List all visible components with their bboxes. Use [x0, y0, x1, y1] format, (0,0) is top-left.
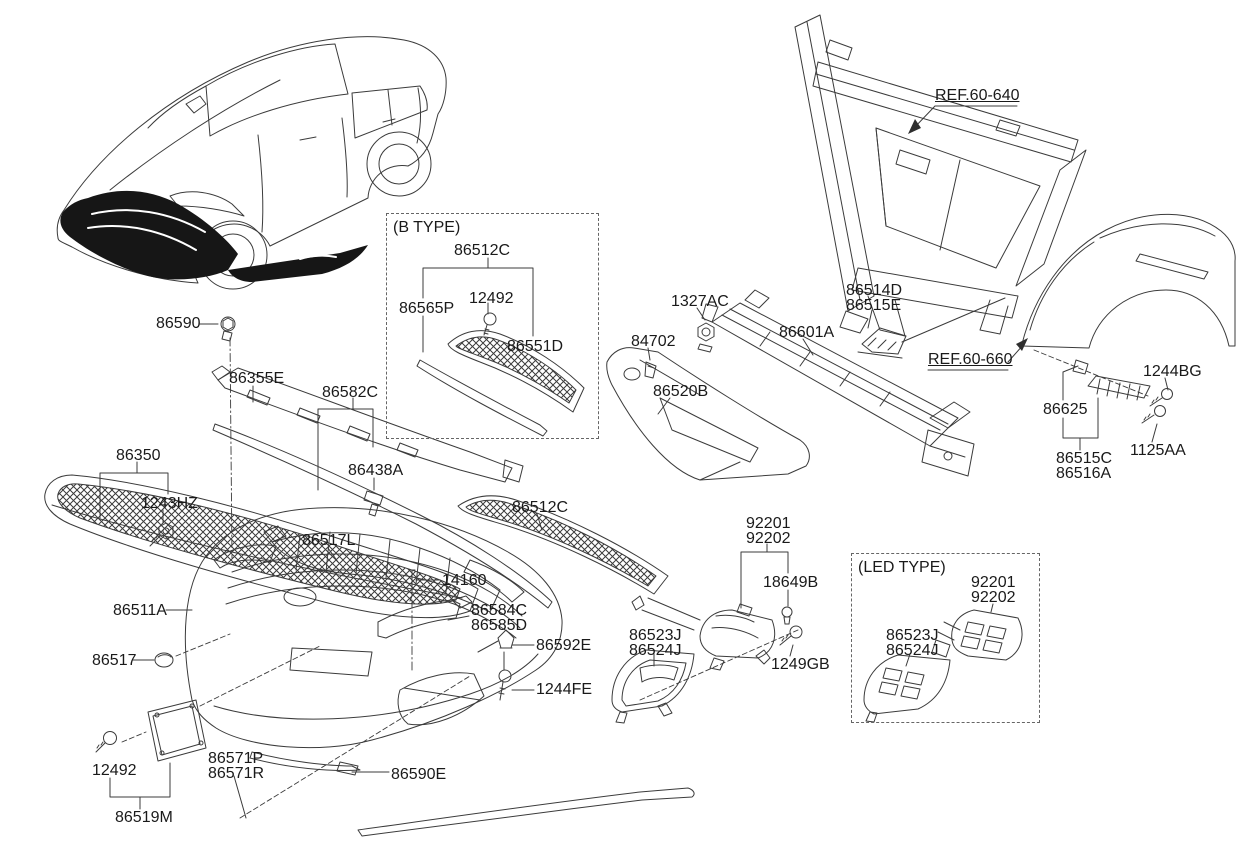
bulb-18649B-icon	[781, 606, 793, 625]
part-label-86355E: 86355E	[229, 370, 285, 387]
part-label-86571R: 86571R	[208, 765, 265, 782]
part-label-86524J-led: 86524J	[886, 642, 939, 659]
part-label-86625: 86625	[1043, 401, 1088, 418]
part-label-1327AC: 1327AC	[671, 293, 729, 310]
part-label-84702: 84702	[631, 333, 676, 350]
part-label-1125AA: 1125AA	[1130, 442, 1186, 459]
center-lower-grille	[457, 495, 669, 595]
part-label-92201-led: 92201	[971, 574, 1016, 591]
part-label-86524J: 86524J	[629, 642, 682, 659]
grille-upper-cover	[211, 365, 524, 483]
bumper-beam	[701, 289, 975, 477]
part-label-86590: 86590	[156, 315, 201, 332]
part-label-92202-led: 92202	[971, 589, 1016, 606]
part-label-86590E: 86590E	[391, 766, 447, 783]
btype-trim-86565P	[416, 359, 548, 437]
part-label-92201-92202: 92201 92202	[746, 515, 791, 547]
bumper-absorber	[263, 525, 501, 613]
clip-84702-icon	[644, 361, 657, 379]
license-plate-bracket	[147, 699, 207, 762]
nut-1327AC-icon	[697, 322, 715, 353]
part-label-18649B: 18649B	[763, 574, 819, 591]
clip-86438A-icon	[363, 490, 384, 517]
clip-86592E-icon	[497, 629, 515, 649]
part-label-92201-92202-led: 92201 92202	[971, 574, 1016, 606]
bolt-86590-icon	[220, 316, 236, 342]
part-label-12492-btype: 12492	[469, 290, 514, 307]
part-label-14160: 14160	[442, 572, 487, 589]
part-label-86519M: 86519M	[115, 809, 173, 826]
led-type-group-box: (LED TYPE)	[851, 553, 1040, 723]
part-label-1249GB: 1249GB	[771, 656, 830, 673]
part-label-86517: 86517	[92, 652, 137, 669]
ref-link-60-660[interactable]: REF.60-660	[928, 351, 1013, 368]
upper-trim-strip	[212, 423, 553, 609]
part-label-86512C-center: 86512C	[512, 499, 569, 516]
pin-14160-icon	[408, 569, 416, 602]
part-label-86438A: 86438A	[348, 462, 404, 479]
part-label-86517L: 86517L	[302, 532, 356, 549]
part-label-86582C: 86582C	[322, 384, 379, 401]
part-label-86565P: 86565P	[399, 300, 455, 317]
front-bumper-cover	[184, 507, 563, 776]
plug-86517-icon	[154, 652, 174, 668]
part-label-86592E: 86592E	[536, 637, 592, 654]
radiator-support-panel	[794, 14, 1087, 337]
part-label-86523J-86524J-led: 86523J 86524J	[886, 627, 939, 659]
part-label-86514D: 86514D	[846, 282, 903, 299]
part-label-86523J-led: 86523J	[886, 627, 939, 644]
b-type-group-box: (B TYPE)	[386, 213, 599, 439]
part-label-86601A: 86601A	[779, 324, 835, 341]
leader-lines	[99, 105, 1169, 819]
part-label-86516A: 86516A	[1056, 465, 1112, 482]
part-label-86523J-86524J: 86523J 86524J	[629, 627, 682, 659]
part-label-86571P-86571R: 86571P 86571R	[208, 750, 265, 782]
radiator-grille	[44, 474, 479, 619]
part-label-1243HZ: 1243HZ	[141, 495, 198, 512]
lower-stiffener	[606, 347, 810, 481]
part-label-86511A: 86511A	[113, 602, 167, 619]
part-label-86515E: 86515E	[846, 297, 902, 314]
bolt-1244FE-icon	[498, 669, 512, 701]
part-label-86515C-86516A: 86515C 86516A	[1056, 450, 1113, 482]
side-bracket	[857, 327, 907, 359]
lower-molding-strip	[357, 787, 695, 837]
part-label-86584C: 86584C	[471, 602, 528, 619]
bolt-1249GB-icon	[779, 625, 803, 646]
vehicle-illustration	[56, 36, 447, 290]
part-label-86571P: 86571P	[208, 750, 264, 767]
part-label-1244BG: 1244BG	[1143, 363, 1202, 380]
fender-bracket-cluster	[1072, 359, 1173, 424]
part-label-1244FE: 1244FE	[536, 681, 593, 698]
front-fender-panel	[1021, 213, 1236, 349]
part-label-86523J: 86523J	[629, 627, 682, 644]
fog-lamp-cover	[611, 649, 695, 724]
bolt-12492-plate-icon	[95, 731, 117, 753]
part-label-86512C-btype: 86512C	[454, 242, 511, 259]
fog-lamp-assembly	[631, 595, 776, 671]
part-label-86515C: 86515C	[1056, 450, 1113, 467]
part-label-92201: 92201	[746, 515, 791, 532]
part-label-86585D: 86585D	[471, 617, 528, 634]
ref-link-60-640[interactable]: REF.60-640	[935, 87, 1020, 104]
part-label-86520B: 86520B	[653, 383, 709, 400]
part-label-92202: 92202	[746, 530, 791, 547]
part-label-86514D-86515E: 86514D 86515E	[846, 282, 903, 314]
part-label-86584C-86585D: 86584C 86585D	[471, 602, 528, 634]
b-type-title: (B TYPE)	[393, 219, 461, 236]
bolt-1243HZ-icon	[149, 522, 174, 547]
part-label-12492-plate: 12492	[92, 762, 137, 779]
led-type-title: (LED TYPE)	[858, 559, 946, 576]
part-label-86350: 86350	[116, 447, 161, 464]
led-fog-lamp-assembly	[931, 609, 1023, 661]
part-label-86551D: 86551D	[507, 338, 564, 355]
